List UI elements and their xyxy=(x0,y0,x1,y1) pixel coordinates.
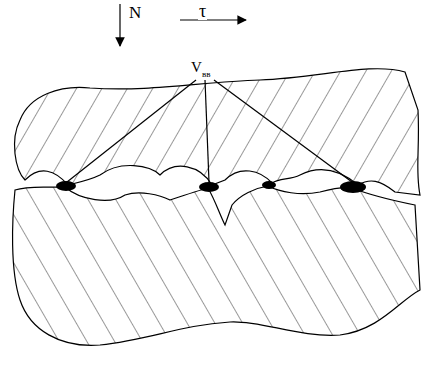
normal-force-arrow xyxy=(119,4,120,46)
upper-body xyxy=(15,69,420,195)
force-label: N xyxy=(128,4,142,21)
volume-subscript: вв xyxy=(201,70,212,79)
contact-spots xyxy=(56,181,366,193)
lower-body xyxy=(13,186,420,345)
stress-label: τ xyxy=(198,2,207,20)
shear-arrow xyxy=(180,19,246,20)
leader-lines xyxy=(67,80,352,182)
